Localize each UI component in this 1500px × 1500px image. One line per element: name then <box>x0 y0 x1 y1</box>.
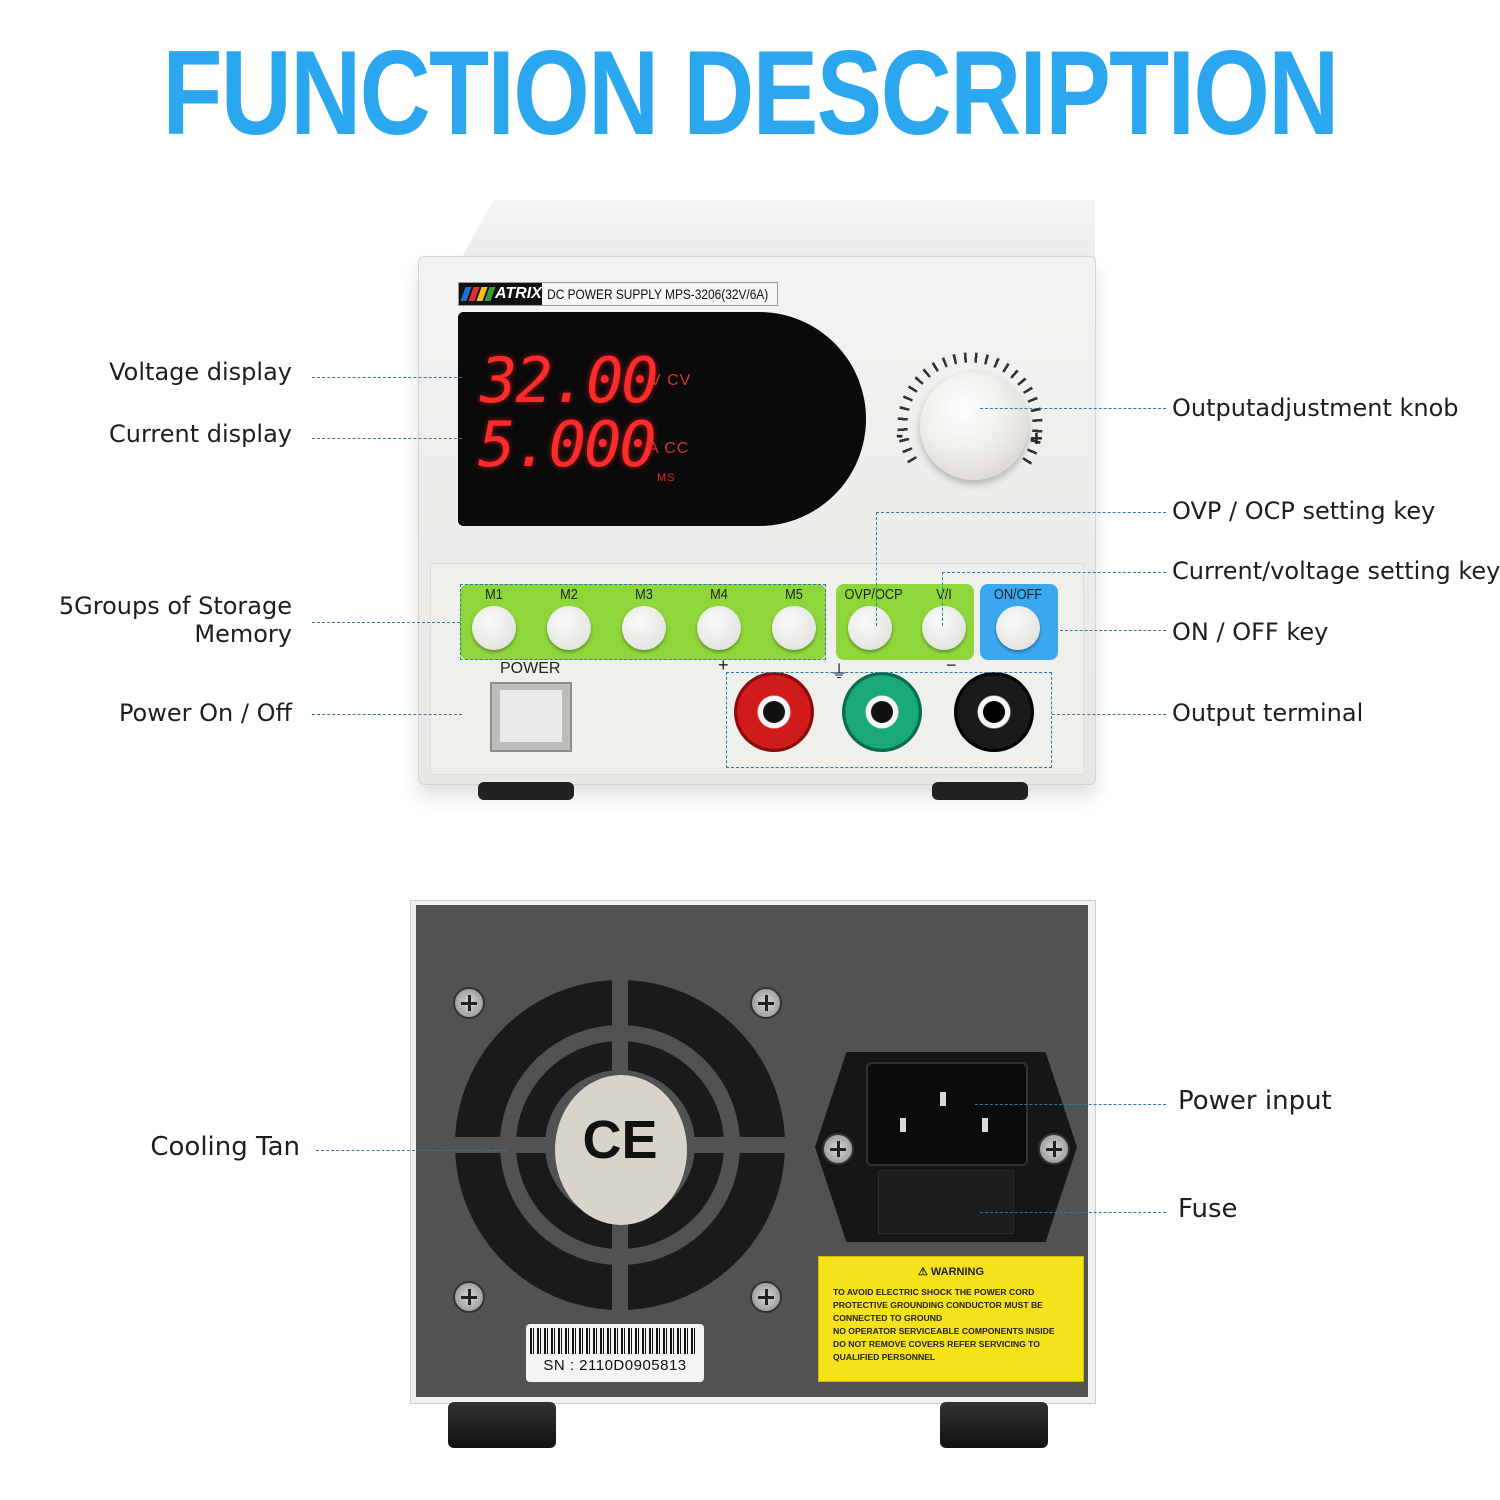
ms-indicator: MS <box>657 472 676 484</box>
label-fuse: Fuse <box>1178 1194 1238 1224</box>
socket-pin-left <box>900 1118 906 1132</box>
leader-ovp-ocp-vertical <box>876 512 877 626</box>
leader-voltage-display <box>312 377 462 378</box>
screw-bottom-right-icon <box>750 1281 782 1313</box>
key-label-m5: M5 <box>785 586 803 603</box>
front-foot-right <box>932 782 1028 800</box>
key-label-vi: V/I <box>936 586 952 603</box>
ovp-ocp-key[interactable] <box>848 606 892 650</box>
warning-line: DO NOT REMOVE COVERS REFER SERVICING TO <box>833 1339 1040 1349</box>
memory-key-m4[interactable] <box>697 606 741 650</box>
power-label: POWER <box>500 660 561 677</box>
knob-plus-mark: + <box>1030 426 1043 451</box>
current-reading: 5.000 <box>478 408 657 481</box>
label-ovp-ocp: OVP / OCP setting key <box>1172 497 1436 525</box>
rear-foot-right <box>940 1402 1048 1448</box>
key-label-m2: M2 <box>560 586 578 603</box>
screw-top-left-icon <box>453 987 485 1019</box>
key-label-on-off: ON/OFF <box>993 586 1043 603</box>
output-adjustment-knob[interactable] <box>920 372 1028 480</box>
warning-line: NO OPERATOR SERVICEABLE COMPONENTS INSID… <box>833 1326 1055 1336</box>
fan-hub-sticker <box>555 1075 687 1225</box>
leader-power-input <box>975 1104 1166 1105</box>
key-label-m3: M3 <box>635 586 653 603</box>
warning-title: ⚠ WARNING <box>917 1266 985 1278</box>
label-current-voltage: Current/voltage setting key <box>1172 557 1500 585</box>
socket-screw-right-icon <box>1038 1133 1070 1165</box>
memory-key-m2[interactable] <box>547 606 591 650</box>
terminals-highlight <box>726 672 1052 768</box>
memory-keys-highlight <box>460 584 826 660</box>
memory-key-m3[interactable] <box>622 606 666 650</box>
socket-pin-right <box>982 1118 988 1132</box>
warning-label: ⚠ WARNING TO AVOID ELECTRIC SHOCK THE PO… <box>818 1256 1084 1382</box>
ground-terminal-hole <box>871 701 893 723</box>
leader-output-terminal <box>1052 714 1166 715</box>
label-output-terminal: Output terminal <box>1172 699 1364 727</box>
label-storage-memory-line1: 5Groups of Storage <box>58 592 292 620</box>
vi-key[interactable] <box>922 606 966 650</box>
terminal-plus-mark: + <box>718 655 729 675</box>
leader-current-display <box>312 438 462 439</box>
power-button-face[interactable] <box>500 690 562 742</box>
voltage-unit: V CV <box>650 372 692 389</box>
screw-top-right-icon <box>750 987 782 1019</box>
current-unit: A CC <box>648 440 690 457</box>
label-power-on-off: Power On / Off <box>118 699 292 727</box>
model-label: DC POWER SUPPLY MPS-3206(32V/6A) <box>546 286 769 302</box>
socket-screw-left-icon <box>822 1133 854 1165</box>
page-title: FUNCTION DESCRIPTION <box>162 26 1339 160</box>
ce-mark: CE <box>582 1110 658 1170</box>
power-input-socket[interactable] <box>866 1062 1028 1166</box>
knob-minus-mark: - <box>896 422 904 447</box>
socket-pin-ground <box>940 1092 946 1106</box>
rear-foot-left <box>448 1402 556 1448</box>
label-cooling-fan: Cooling Tan <box>150 1132 300 1162</box>
label-output-knob: Outputadjustment knob <box>1172 394 1459 422</box>
terminal-minus-mark: − <box>946 655 957 675</box>
key-label-ovp-ocp: OVP/OCP <box>844 586 903 603</box>
leader-fuse <box>980 1212 1166 1213</box>
leader-current-voltage-vertical <box>942 572 943 626</box>
negative-terminal-hole <box>983 701 1005 723</box>
leader-storage-memory <box>312 622 460 623</box>
leader-ovp-ocp <box>876 512 1166 513</box>
leader-power-on-off <box>312 714 462 715</box>
label-voltage-display: Voltage display <box>109 358 292 386</box>
positive-terminal-hole <box>763 701 785 723</box>
screw-bottom-left-icon <box>453 1281 485 1313</box>
brand-label: ATRIX DC POWER SUPPLY MPS-3206(32V/6A) <box>458 282 778 306</box>
memory-key-m1[interactable] <box>472 606 516 650</box>
barcode <box>530 1328 698 1354</box>
leader-on-off <box>1060 630 1166 631</box>
brand-name: ATRIX <box>495 285 542 302</box>
label-on-off: ON / OFF key <box>1172 618 1329 646</box>
warning-line: QUALIFIED PERSONNEL <box>833 1352 936 1362</box>
leader-cooling-fan <box>316 1150 506 1151</box>
label-storage-memory-line2: Memory <box>194 620 292 648</box>
warning-line: CONNECTED TO GROUND <box>833 1313 943 1323</box>
brand-logo: ATRIX <box>459 283 542 305</box>
on-off-key[interactable] <box>996 606 1040 650</box>
key-label-m1: M1 <box>485 586 503 603</box>
leader-output-knob <box>980 408 1166 409</box>
fuse-holder[interactable] <box>878 1170 1014 1234</box>
key-label-m4: M4 <box>710 586 728 603</box>
leader-current-voltage <box>942 572 1166 573</box>
warning-line: TO AVOID ELECTRIC SHOCK THE POWER CORD <box>833 1287 1035 1297</box>
voltage-reading: 32.00 <box>480 344 659 417</box>
warning-line: PROTECTIVE GROUNDING CONDUCTOR MUST BE <box>833 1300 1043 1310</box>
memory-key-m5[interactable] <box>772 606 816 650</box>
serial-number: SN : 2110D0905813 <box>543 1357 687 1374</box>
label-power-input: Power input <box>1178 1086 1332 1116</box>
display-screen <box>458 312 866 526</box>
front-foot-left <box>478 782 574 800</box>
label-current-display: Current display <box>109 420 292 448</box>
